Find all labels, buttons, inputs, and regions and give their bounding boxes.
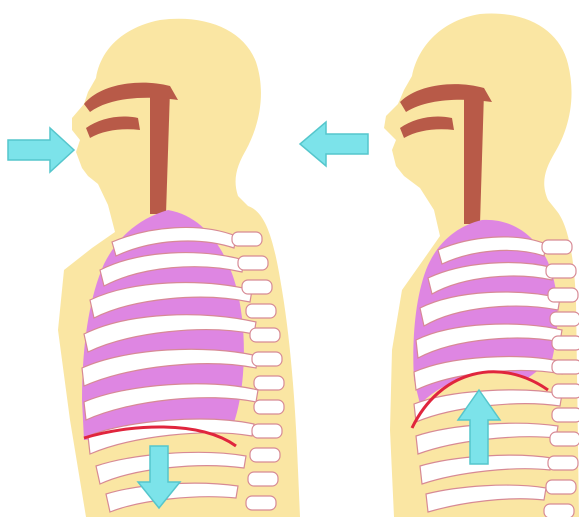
- inhale-figure: [8, 19, 300, 517]
- exhale-figure: [300, 13, 579, 517]
- arrow-right-icon: [8, 128, 74, 172]
- arrow-left-icon: [300, 122, 368, 166]
